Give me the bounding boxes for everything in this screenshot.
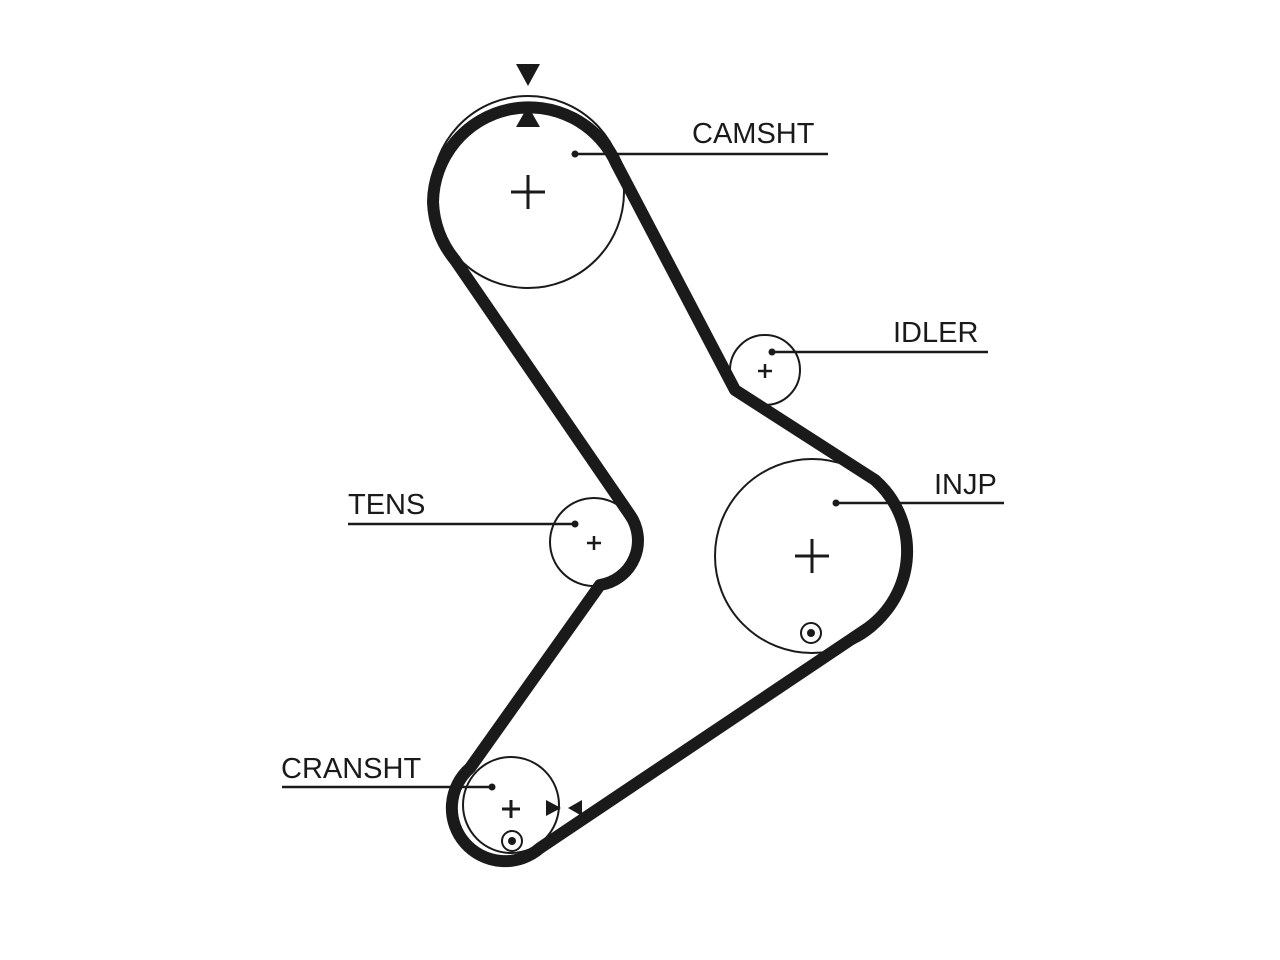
crankshaft-pulley <box>462 756 582 854</box>
camshaft-timing-mark-icon <box>516 64 540 127</box>
tensioner-leader <box>348 520 579 528</box>
camshaft-leader <box>571 150 828 158</box>
idler-label: IDLER <box>893 317 978 349</box>
idler-center-cross-icon <box>758 364 772 378</box>
idler-leader <box>768 348 988 356</box>
tensioner-label: TENS <box>348 489 425 521</box>
timing-belt <box>427 101 914 868</box>
camshaft-label: CAMSHT <box>692 118 815 150</box>
crankshaft-label: CRANSHT <box>281 753 421 785</box>
tensioner-center-cross-icon <box>587 536 601 550</box>
idler-pulley <box>729 334 801 406</box>
crankshaft-leader <box>282 783 496 791</box>
injection-pump-leader <box>832 499 1004 507</box>
crankshaft-timing-mark-icon <box>501 830 523 852</box>
tensioner-pulley <box>549 497 639 587</box>
injection-pump-timing-mark-icon <box>800 622 822 644</box>
injection-pump-center-cross-icon <box>795 539 829 573</box>
injection-pump-label: INJP <box>934 469 997 501</box>
camshaft-pulley <box>431 64 625 289</box>
camshaft-center-cross-icon <box>511 175 545 209</box>
crankshaft-center-cross-icon <box>502 800 520 818</box>
injection-pump-pulley <box>714 458 910 654</box>
crankshaft-alignment-mark-icon <box>546 800 582 816</box>
